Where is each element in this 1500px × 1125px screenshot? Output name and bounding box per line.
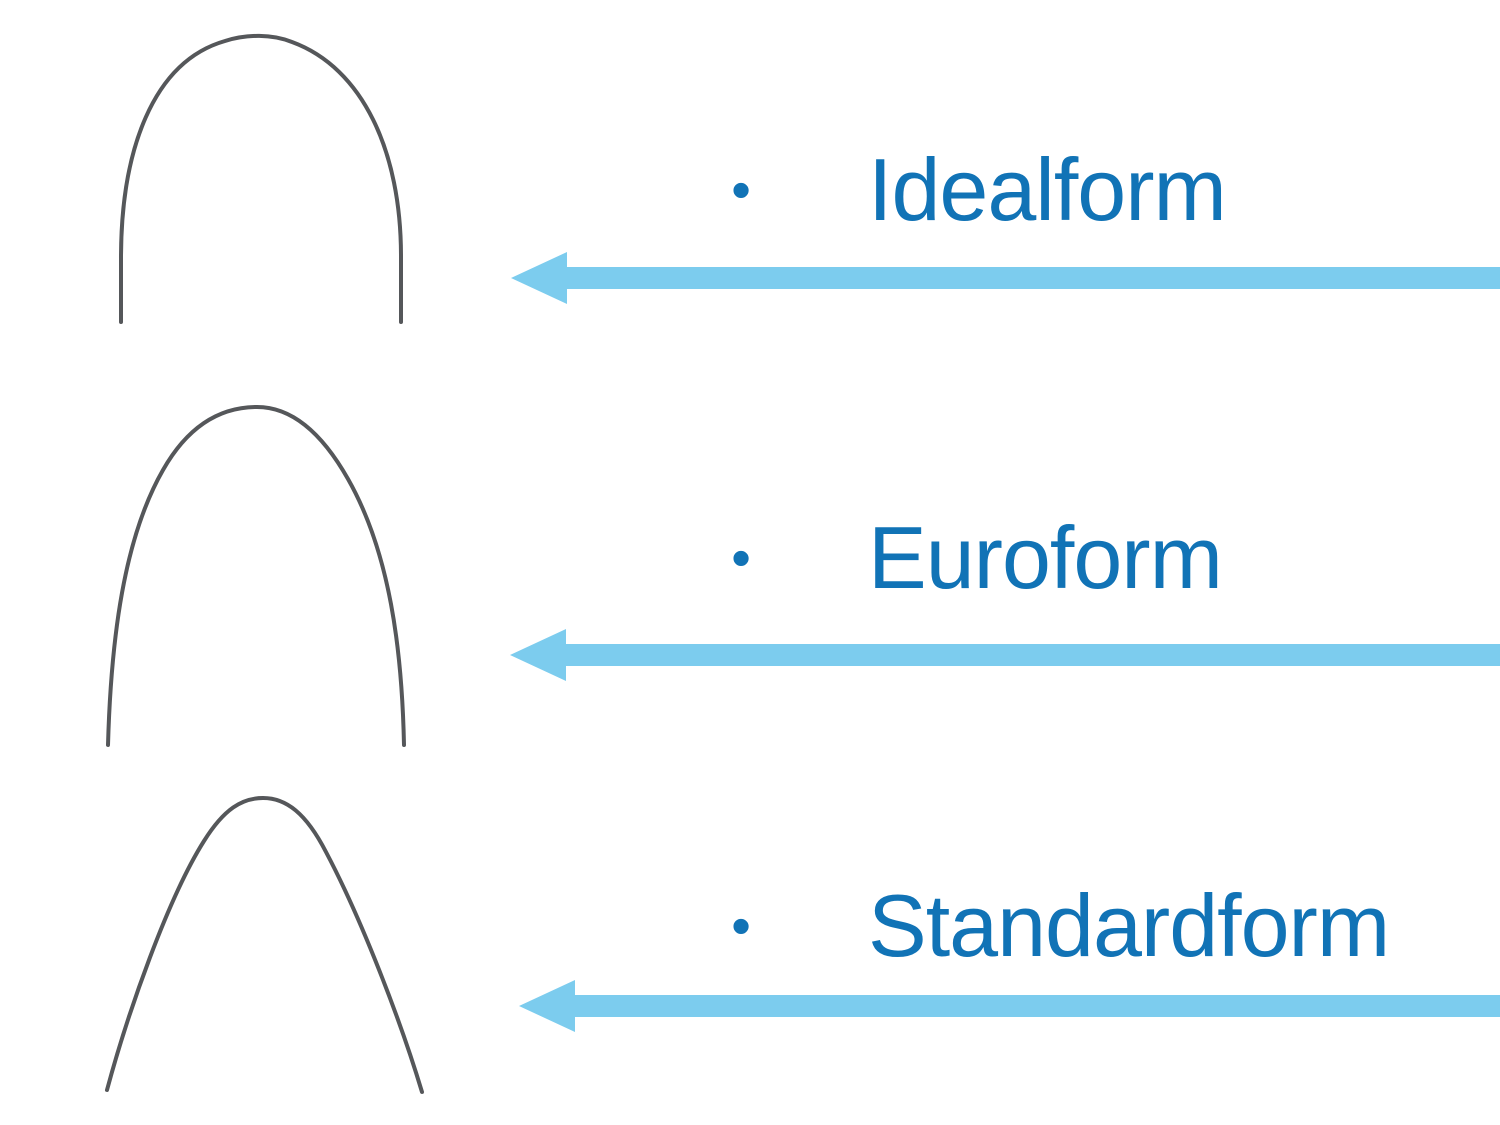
idealform-label: Idealform: [868, 139, 1227, 239]
standardform-wire-shape: [105, 795, 424, 1094]
label-row-euroform: • Euroform: [726, 507, 1223, 607]
label-row-standardform: • Standardform: [726, 875, 1390, 975]
bullet-icon: •: [731, 525, 751, 589]
bullet-icon: •: [731, 893, 751, 957]
bullet-icon: •: [731, 157, 751, 221]
idealform-arrow-left-icon: [511, 252, 1500, 304]
euroform-label: Euroform: [868, 507, 1223, 607]
euroform-arrow-left-icon: [510, 629, 1500, 681]
standardform-label: Standardform: [868, 875, 1390, 975]
standardform-arrow-left-icon: [519, 980, 1500, 1032]
euroform-wire-shape: [106, 404, 406, 747]
idealform-wire-shape: [119, 33, 403, 324]
label-row-idealform: • Idealform: [726, 139, 1227, 239]
